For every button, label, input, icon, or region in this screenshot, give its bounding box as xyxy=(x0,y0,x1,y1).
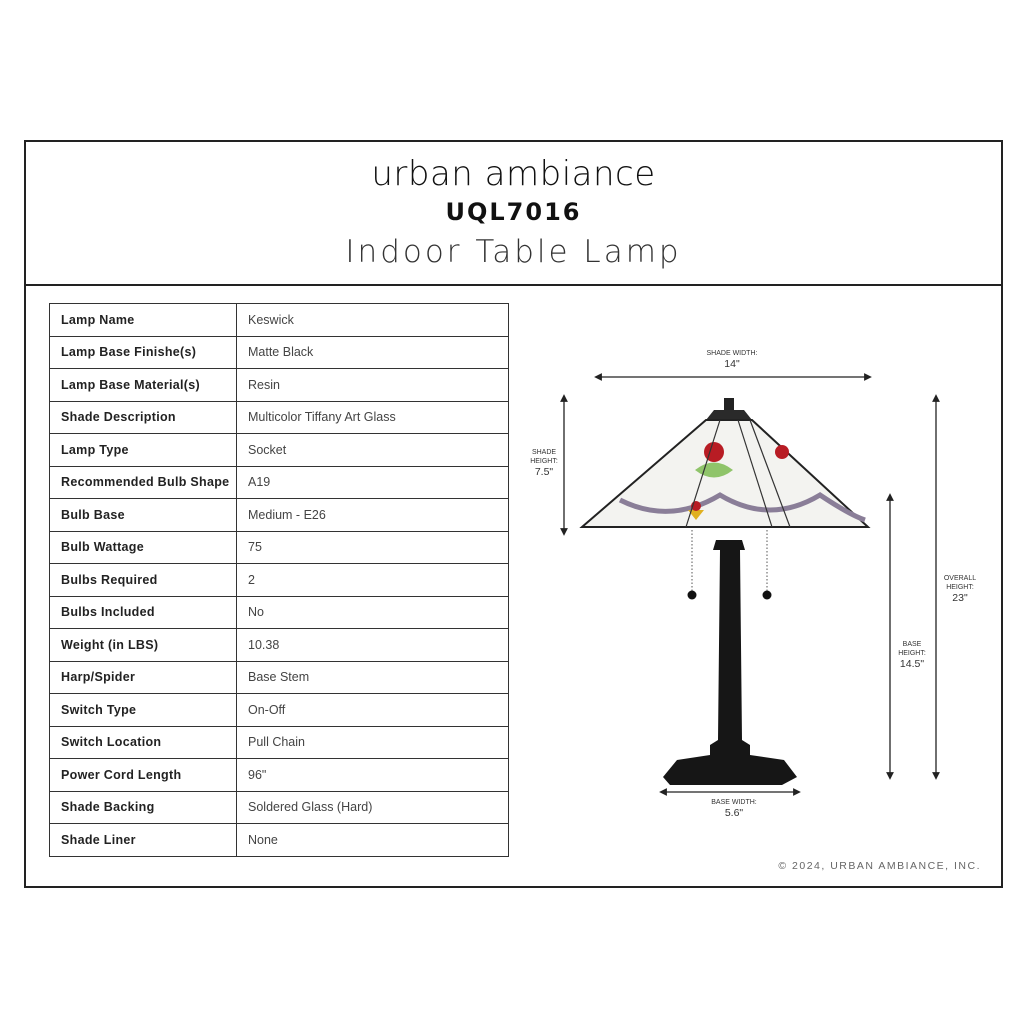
spec-label: Bulb Base xyxy=(49,498,237,532)
spec-label: Lamp Name xyxy=(49,303,237,337)
header: urban ambiance UQL7016 Indoor Table Lamp xyxy=(26,142,1001,286)
spec-label: Weight (in LBS) xyxy=(49,628,237,662)
dim-label: BASE WIDTH: xyxy=(711,799,757,806)
lamp-illustration xyxy=(560,373,940,796)
spec-value: Multicolor Tiffany Art Glass xyxy=(236,400,509,434)
spec-sheet: urban ambiance UQL7016 Indoor Table Lamp… xyxy=(24,140,1003,888)
copyright: © 2024, URBAN AMBIANCE, INC. xyxy=(778,860,981,872)
dim-value: 7.5" xyxy=(534,466,554,478)
dim-label: HEIGHT: xyxy=(898,650,926,657)
spec-value: A19 xyxy=(236,465,509,499)
lamp-base-icon xyxy=(663,530,797,785)
dim-label: HEIGHT: xyxy=(530,458,558,465)
shade-height-dimension: SHADE HEIGHT: 7.5" xyxy=(524,448,564,479)
spec-value: 2 xyxy=(236,563,509,597)
spec-label: Lamp Base Finishe(s) xyxy=(49,335,237,369)
spec-label: Bulbs Required xyxy=(49,563,237,597)
spec-row: Lamp Base Material(s)Resin xyxy=(49,368,509,402)
spec-value: Socket xyxy=(236,433,509,467)
spec-label: Power Cord Length xyxy=(49,758,237,792)
spec-label: Shade Description xyxy=(49,400,237,434)
spec-value: Soldered Glass (Hard) xyxy=(236,790,509,824)
dimension-arrows xyxy=(560,373,940,796)
pull-chain-icon xyxy=(762,590,772,600)
overall-height-dimension: OVERALL HEIGHT: 23" xyxy=(936,574,984,605)
spec-label: Switch Type xyxy=(49,693,237,727)
spec-value: No xyxy=(236,595,509,629)
spec-label: Harp/Spider xyxy=(49,660,237,694)
dim-label: HEIGHT: xyxy=(946,584,974,591)
dim-value: 5.6" xyxy=(724,807,744,819)
spec-label: Lamp Type xyxy=(49,433,237,467)
spec-label: Bulbs Included xyxy=(49,595,237,629)
spec-value: Matte Black xyxy=(236,335,509,369)
spec-value: 10.38 xyxy=(236,628,509,662)
spec-label: Switch Location xyxy=(49,725,237,759)
dim-value: 23" xyxy=(952,592,968,604)
spec-value: Medium - E26 xyxy=(236,498,509,532)
spec-label: Shade Liner xyxy=(49,823,237,857)
base-height-dimension: BASE HEIGHT: 14.5" xyxy=(890,640,934,671)
spec-label: Lamp Base Material(s) xyxy=(49,368,237,402)
spec-value: Pull Chain xyxy=(236,725,509,759)
spec-value: On-Off xyxy=(236,693,509,727)
spec-value: 96" xyxy=(236,758,509,792)
lamp-shade-icon xyxy=(579,398,871,528)
brand-name: urban ambiance xyxy=(371,154,656,194)
model-number: UQL7016 xyxy=(445,198,582,226)
dim-label: OVERALL xyxy=(943,575,977,582)
shade-width-dimension: SHADE WIDTH: 14" xyxy=(682,349,782,371)
dim-label: SHADE xyxy=(531,449,557,456)
spec-value: Resin xyxy=(236,368,509,402)
spec-label: Shade Backing xyxy=(49,790,237,824)
spec-row: Weight (in LBS)10.38 xyxy=(49,628,509,662)
spec-value: Keswick xyxy=(236,303,509,337)
dim-label: SHADE WIDTH: xyxy=(706,350,758,357)
pull-chain-icon xyxy=(687,590,697,600)
spec-value: Base Stem xyxy=(236,660,509,694)
spec-value: 75 xyxy=(236,530,509,564)
spec-value: None xyxy=(236,823,509,857)
dim-label: BASE xyxy=(902,641,922,648)
spec-row: Lamp Base Finishe(s)Matte Black xyxy=(49,335,509,369)
spec-label: Recommended Bulb Shape xyxy=(49,465,237,499)
dim-value: 14" xyxy=(724,358,740,370)
base-width-dimension: BASE WIDTH: 5.6" xyxy=(684,798,784,820)
product-type: Indoor Table Lamp xyxy=(345,234,682,270)
spec-label: Bulb Wattage xyxy=(49,530,237,564)
dim-value: 14.5" xyxy=(899,658,925,670)
